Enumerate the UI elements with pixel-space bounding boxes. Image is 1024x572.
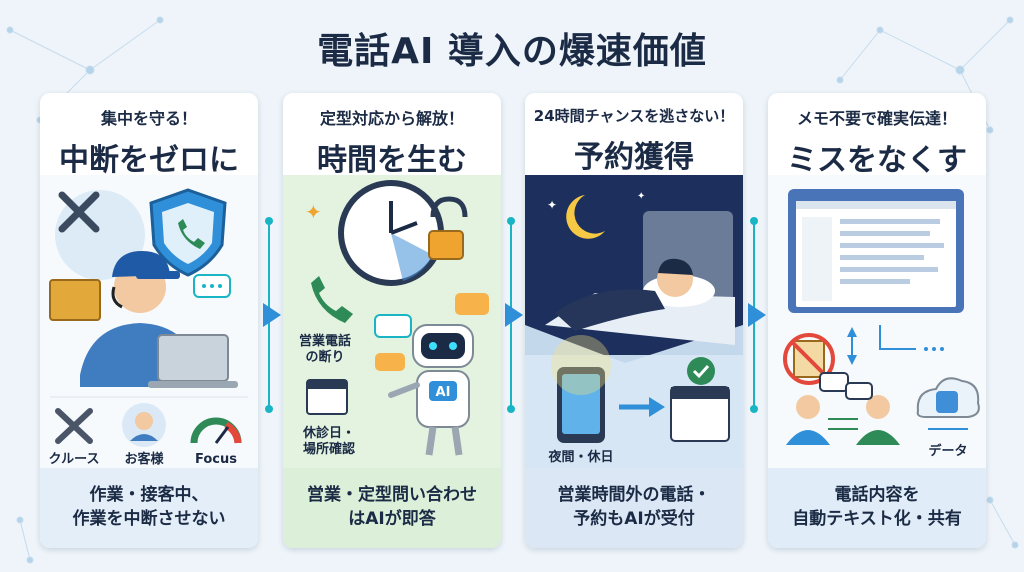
label-focus: Focus <box>195 452 237 467</box>
card-heading: ミスをなくす <box>787 143 967 178</box>
card-header: 定型対応から解放！ 時間を生む <box>283 93 501 178</box>
card-header: 集中を守る！ 中断をゼロに <box>40 93 258 178</box>
card-focus: 集中を守る！ 中断をゼロに <box>40 93 258 548</box>
card-subtitle: 集中を守る！ <box>100 109 197 128</box>
focus-gauge-icon <box>190 417 242 444</box>
connector-arrow-2 <box>505 217 523 413</box>
card-heading: 中断をゼロに <box>59 143 239 178</box>
card-footer: 電話内容を 自動テキスト化・共有 <box>768 468 986 548</box>
footer-line: 自動テキスト化・共有 <box>792 509 962 529</box>
smartphone-icon <box>551 335 611 443</box>
connector-arrow-3 <box>748 217 766 413</box>
clock-icon <box>338 180 444 286</box>
footer-line: 営業・定型問い合わせ <box>307 485 477 506</box>
card-footer: 営業時間外の電話・ 予約もAIが受付 <box>525 468 743 548</box>
sparkle-icon: ✦ <box>305 200 322 224</box>
ai-badge: AI <box>436 385 451 400</box>
card-illustration: ✦ ✦ ✦ z Z 夜間・休日 <box>525 175 743 468</box>
label-closed-day: 休診日・ <box>302 425 355 441</box>
footer-line: 作業・接客中、 <box>89 485 209 506</box>
label-night-holiday: 夜間・休日 <box>547 449 613 465</box>
card-subtitle: 定型対応から解放！ <box>319 109 464 128</box>
card-illustration: クルース お客様 Focus <box>40 175 258 468</box>
label-data: データ <box>928 443 967 459</box>
card-illustration: ✦ 営業電話 の断り 休診日・ 場所確認 AI <box>283 175 501 468</box>
people-talking-icon <box>786 372 900 445</box>
customer-icon <box>122 403 166 447</box>
page-title: 電話AI 導入の爆速価値 <box>317 31 707 72</box>
card-no-mistakes: メモ不要で確実伝達！ ミスをなくす <box>768 93 986 548</box>
card-heading: 予約獲得 <box>574 140 694 175</box>
unlocked-padlock-icon <box>428 196 468 260</box>
footer-line: 営業時間外の電話・ <box>557 485 711 506</box>
connector-arrow-1 <box>263 217 281 413</box>
star-icon: ✦ <box>547 198 557 212</box>
shield-phone-icon <box>149 188 227 277</box>
label-crews: クルース <box>49 452 100 467</box>
card-subtitle: メモ不要で確実伝達！ <box>796 109 957 128</box>
footer-line: 作業を中断させない <box>72 509 226 529</box>
laptop-icon <box>148 334 238 388</box>
phone-icon <box>311 276 353 323</box>
tools-icon <box>58 191 100 233</box>
star-icon: ✦ <box>637 191 645 202</box>
card-time: 定型対応から解放！ 時間を生む ✦ 営業電話 の断り 休診日・ 場所確認 <box>283 93 501 548</box>
footer-line: 電話内容を <box>834 485 920 506</box>
calendar-check-icon <box>670 357 730 442</box>
label-location: 場所確認 <box>303 441 355 457</box>
footer-line: はAIが即答 <box>348 509 436 529</box>
cloud-database-icon <box>916 377 980 430</box>
label-sales-call: 営業電話 <box>299 333 351 349</box>
card-header: 24時間チャンスを逃さない！ 予約獲得 <box>525 93 743 175</box>
card-header: メモ不要で確実伝達！ ミスをなくす <box>768 93 986 178</box>
footer-line: 予約もAIが受付 <box>573 509 695 529</box>
card-heading: 時間を生む <box>317 143 467 178</box>
wrench-icon <box>55 408 93 444</box>
card-subtitle: 24時間チャンスを逃さない！ <box>533 107 735 125</box>
ai-robot-illustration: AI <box>388 324 474 456</box>
card-reservations: 24時間チャンスを逃さない！ 予約獲得 ✦ ✦ ✦ z Z 夜間・休日 <box>525 93 743 548</box>
label-decline: の断り <box>305 349 344 365</box>
no-memo-icon <box>783 333 835 385</box>
label-customer: お客様 <box>124 451 164 467</box>
card-illustration: データ <box>768 175 986 468</box>
sleeping-person-illustration <box>545 211 735 345</box>
moon-icon <box>566 195 605 239</box>
card-footer: 営業・定型問い合わせ はAIが即答 <box>283 468 501 548</box>
card-footer: 作業・接客中、 作業を中断させない <box>40 468 258 548</box>
text-screen-icon <box>788 189 964 313</box>
calendar-icon <box>306 379 348 415</box>
